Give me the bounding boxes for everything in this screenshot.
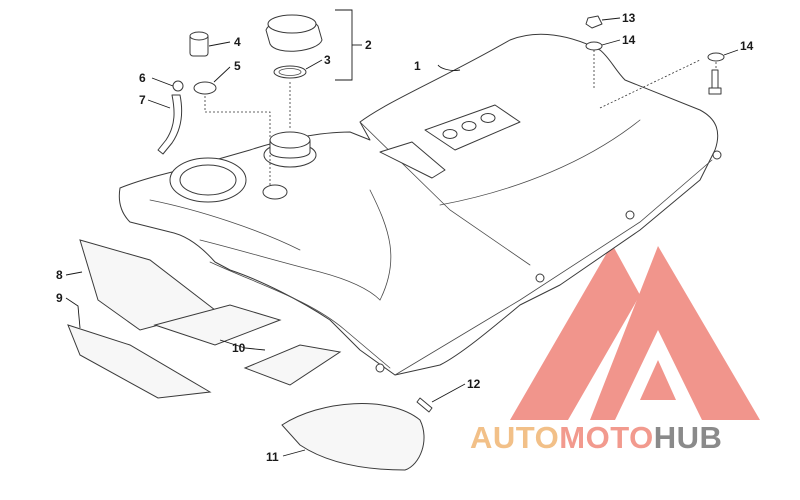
drain-bolt-body xyxy=(416,397,433,413)
callout-7: 7 xyxy=(139,93,146,107)
filler-cap-oring xyxy=(273,65,307,79)
fuel-pump-opening-inner xyxy=(179,164,237,196)
callout-5: 5 xyxy=(234,59,241,73)
nut-13-body xyxy=(585,15,603,29)
callout-14a: 14 xyxy=(622,33,636,47)
leader-6 xyxy=(151,77,174,87)
tank-ridge xyxy=(369,189,392,301)
watermark-auto: AUTO xyxy=(470,420,559,455)
callout-11: 11 xyxy=(266,450,279,464)
leader-9 xyxy=(65,297,81,329)
drain-bolt xyxy=(416,397,433,413)
vent-grommet xyxy=(193,81,217,95)
mount-tab-1 xyxy=(625,210,635,220)
tank-front-contour xyxy=(149,199,301,251)
top-plate-hole-3 xyxy=(480,113,496,123)
leader-5 xyxy=(213,66,231,83)
vent-grommet-seat xyxy=(262,184,288,200)
leader-11 xyxy=(282,449,306,457)
stud-bolt-head xyxy=(708,87,722,95)
watermark-wordmark: AUTOMOTOHUB xyxy=(470,420,722,455)
heat-shield-10a xyxy=(153,304,282,346)
top-plate-hole-1 xyxy=(442,129,458,139)
leader-10a xyxy=(244,347,266,351)
vent-valve xyxy=(189,31,209,57)
callout-3: 3 xyxy=(324,53,331,67)
filler-cap-oring-inner xyxy=(278,68,302,76)
assembly-line-grommet xyxy=(204,96,271,185)
washer-14a xyxy=(585,41,603,51)
callout-8: 8 xyxy=(56,268,63,282)
mount-tab-4 xyxy=(375,363,385,373)
callout-10: 10 xyxy=(232,341,246,355)
leader-lines xyxy=(65,17,739,457)
washer-14b xyxy=(707,52,725,62)
callout-12: 12 xyxy=(467,377,481,391)
leader-14b xyxy=(723,49,739,56)
tank-bracket xyxy=(379,141,446,179)
leader-3 xyxy=(305,59,323,70)
top-plate-hole-2 xyxy=(461,121,477,131)
heat-shield-11 xyxy=(281,403,425,471)
vent-hose xyxy=(157,94,183,155)
tank-lower-flange xyxy=(394,159,713,376)
nut-13 xyxy=(585,15,603,29)
watermark-triangle-core xyxy=(640,360,676,400)
tank-body xyxy=(118,33,719,376)
tank-flange-line xyxy=(209,261,391,369)
callout-13: 13 xyxy=(622,11,636,25)
watermark-triangle-right xyxy=(590,246,760,420)
callout-6: 6 xyxy=(139,71,146,85)
callout-2: 2 xyxy=(365,38,372,52)
heat-shield-9 xyxy=(67,324,212,399)
heat-shield-10b xyxy=(243,344,342,386)
leader-12 xyxy=(431,383,466,403)
callout-1: 1 xyxy=(414,59,421,73)
watermark-logo xyxy=(510,244,760,420)
leader-10b xyxy=(219,339,246,349)
callout-2-bracket xyxy=(335,9,353,81)
hose-clamp xyxy=(172,80,184,92)
stud-bolt-shaft xyxy=(711,69,719,91)
leader-8 xyxy=(65,271,83,276)
leader-1 xyxy=(437,64,461,71)
mount-tab-3 xyxy=(535,273,545,283)
watermark-moto: MOTO xyxy=(559,420,653,455)
stud-bolt xyxy=(708,69,722,95)
callout-4: 4 xyxy=(234,35,241,49)
watermark-triangle-left xyxy=(510,244,640,420)
callout-labels: 1 2 3 4 5 6 7 8 9 10 11 12 13 14 14 xyxy=(56,11,754,464)
mount-tab-2 xyxy=(712,150,722,160)
leader-14a xyxy=(601,39,621,46)
callout-14b: 14 xyxy=(740,39,754,53)
filler-cap-top xyxy=(267,14,317,34)
tank-side-contour xyxy=(199,239,381,301)
svg-text:AUTOMOTOHUB: AUTOMOTOHUB xyxy=(470,420,722,455)
leader-7 xyxy=(147,99,171,109)
assembly-line-rear xyxy=(599,59,701,109)
filler-neck-top xyxy=(269,131,311,149)
fuel-tank xyxy=(118,33,722,376)
filler-cap xyxy=(265,14,323,52)
tank-rear-seam xyxy=(439,119,641,206)
watermark-hub: HUB xyxy=(654,420,723,455)
callout-9: 9 xyxy=(56,291,63,305)
leader-13 xyxy=(601,17,621,21)
vent-valve-cap xyxy=(189,31,209,41)
leader-4 xyxy=(208,41,231,47)
